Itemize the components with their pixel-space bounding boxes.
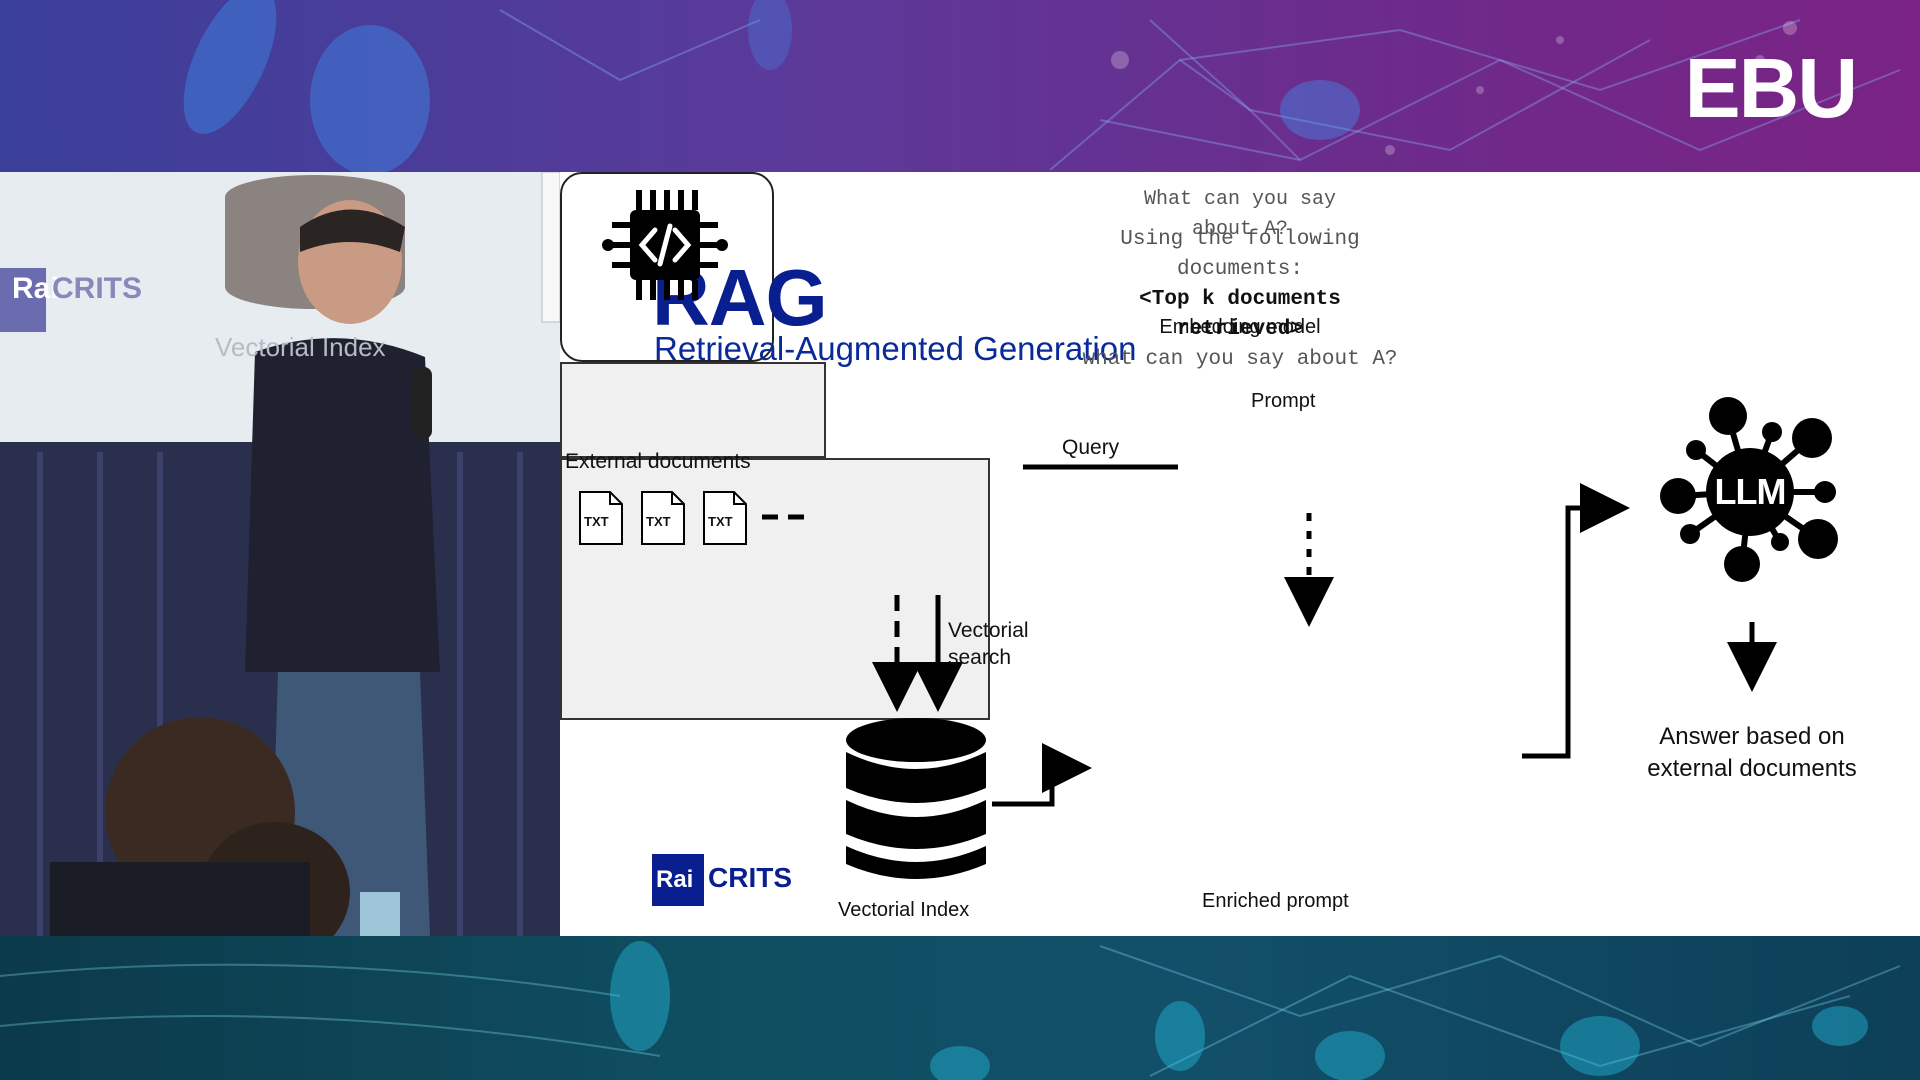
llm-label: LLM [1714,471,1787,512]
background-caption: Vectorial Index [215,332,386,362]
rai-logo: Rai [652,854,704,906]
ebu-logo: EBU [1684,41,1858,135]
prompt-text-line: about A? [1191,218,1288,241]
enriched-text-line: retrieved> [1176,318,1304,341]
enriched-text-line: <Top k documents [1139,288,1341,311]
vectorial-index-label: Vectorial Index [838,899,970,921]
answer-label: Answer based on [1659,723,1845,750]
diagram-connectors [762,464,1777,807]
enriched-text-line: what can you say about A? [1082,348,1398,371]
external-documents-label: External documents [565,450,751,473]
llm-network-icon: LLM [1650,394,1850,584]
enriched-text-line: documents: [1176,258,1304,281]
speaker-video-pane: Rai CRITS Vectorial Index [0,172,560,936]
background-logo-rai: Rai [12,272,59,305]
crits-logo-text: CRITS [708,862,792,893]
bottom-banner [0,936,1920,1080]
banner-network-decoration [183,0,1901,172]
stage-scene [0,172,560,936]
enriched-prompt-label: Enriched prompt [1202,890,1349,912]
prompt-text-line: What can you say [1143,188,1337,211]
query-label: Query [1062,436,1120,459]
slide-subtitle: Retrieval-Augmented Generation [654,330,1137,367]
database-icon [843,716,989,886]
rag-slide: RAG Retrieval-Augmented Generation Exter… [560,172,1920,936]
txt-file-icon: TXT [702,490,748,546]
top-banner: EBU [0,0,1920,172]
answer-label: external documents [1647,755,1857,782]
prompt-label: Prompt [1251,390,1316,412]
background-logo-crits: CRITS [52,272,142,305]
txt-file-icon: TXT [640,490,686,546]
banner-network-decoration [0,941,1901,1080]
embedding-model-node: Embedding model [560,172,1321,362]
prompt-box: What can you say about A? [560,188,1336,458]
code-chip-icon [600,180,730,310]
vectorial-search-label: search [948,646,1012,669]
vectorial-search-label: Vectorial [948,619,1029,642]
txt-file-icon: TXT [578,490,624,546]
embedding-model-label: Embedding model [1159,316,1321,338]
enriched-text-line: Using the following [1120,228,1360,251]
